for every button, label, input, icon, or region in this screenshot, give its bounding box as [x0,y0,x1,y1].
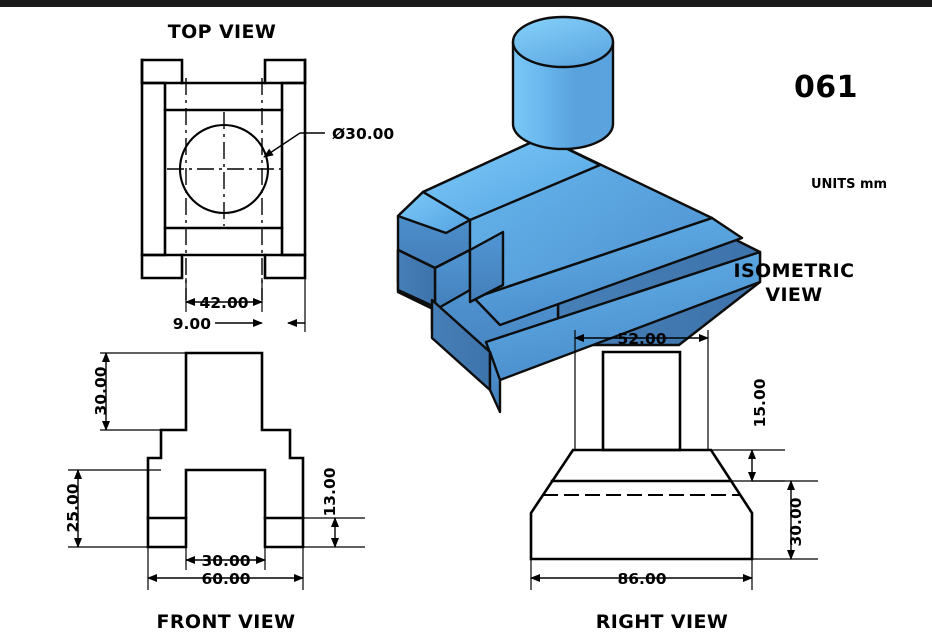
top-view-title: TOP VIEW [168,21,277,43]
dim-top-width: 52.00 [617,330,666,348]
isometric-view-title-line1: ISOMETRIC [734,260,855,282]
dim-slot-width: 30.00 [201,552,250,570]
top-border-bar [0,0,932,7]
units-label: UNITS mm [811,177,887,192]
dim-inner-width: 42.00 [199,294,248,312]
dim-hole-diameter: Ø30.00 [332,125,394,143]
isometric-view-title-line2: VIEW [765,284,822,306]
dim-upper-height: 15.00 [751,378,769,427]
part-number: 061 [794,70,858,105]
front-view-title: FRONT VIEW [157,611,296,633]
dim-lower-height: 30.00 [787,497,805,546]
dim-flange-offset: 9.00 [173,315,211,333]
dim-step-height: 13.00 [321,467,339,516]
dim-overall-width: 60.00 [201,570,250,588]
dim-boss-height: 30.00 [92,366,110,415]
right-view-title: RIGHT VIEW [596,611,728,633]
dim-body-height: 25.00 [64,483,82,532]
dim-base-width: 86.00 [617,570,666,588]
